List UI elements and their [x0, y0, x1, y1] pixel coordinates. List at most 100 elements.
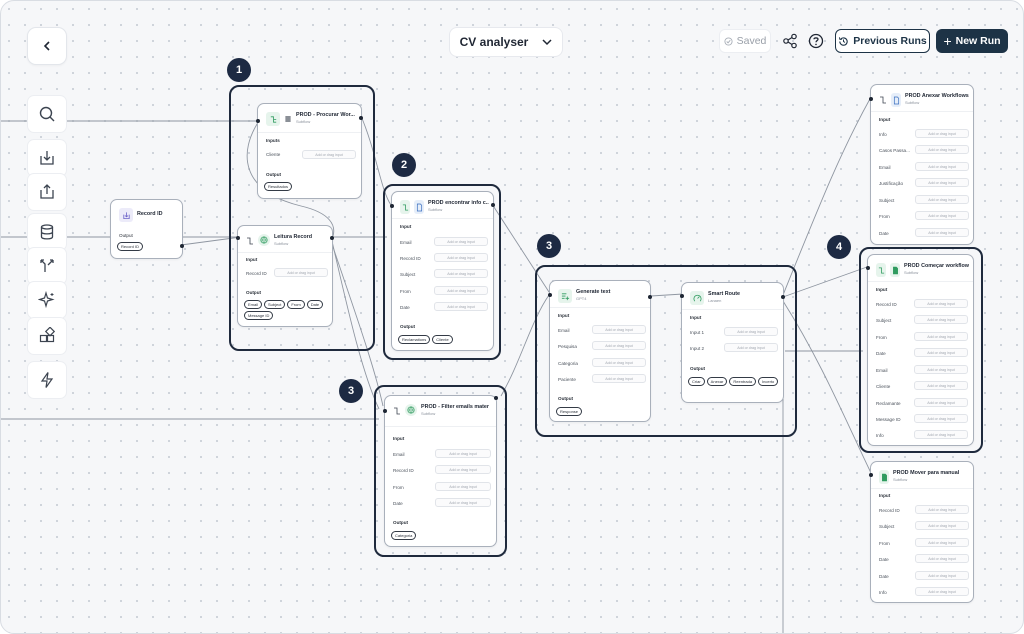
- input-port[interactable]: [680, 294, 684, 298]
- sheet-icon: [879, 470, 889, 484]
- ai-tool-button[interactable]: [27, 281, 67, 319]
- field-input[interactable]: Add or drag input: [274, 268, 328, 277]
- previous-runs-button[interactable]: Previous Runs: [835, 29, 930, 53]
- output-chip[interactable]: Subject: [264, 300, 286, 309]
- node-record-id[interactable]: Record ID Output Record ID: [110, 199, 184, 259]
- input-port[interactable]: [236, 236, 240, 240]
- components-tool-button[interactable]: [27, 317, 67, 355]
- input-port[interactable]: [383, 409, 387, 413]
- field-input[interactable]: Add or drag input: [435, 465, 491, 474]
- input-port[interactable]: [256, 119, 260, 123]
- node-procurar-workflows[interactable]: PROD - Procurar Wor... Subflow Inputs Cl…: [256, 103, 363, 199]
- field-input[interactable]: Add or drag input: [914, 332, 968, 341]
- output-port[interactable]: [491, 203, 495, 207]
- workflow-title-dropdown[interactable]: CV analyser: [449, 27, 563, 57]
- field-input[interactable]: Add or drag input: [914, 398, 968, 407]
- output-chip[interactable]: From: [287, 300, 305, 309]
- field-input[interactable]: Add or drag input: [435, 482, 491, 491]
- field-input[interactable]: Add or drag input: [915, 554, 969, 563]
- export-tool-button[interactable]: [27, 173, 67, 211]
- output-chip[interactable]: Date: [306, 300, 324, 309]
- new-run-button[interactable]: + New Run: [936, 29, 1008, 53]
- output-chip[interactable]: Message ID: [244, 311, 274, 320]
- field-input[interactable]: Add or drag input: [434, 269, 488, 278]
- field-input[interactable]: Add or drag input: [915, 587, 969, 596]
- node-smart-route[interactable]: Smart Route Lanaen Input Input 1 Add or …: [680, 282, 785, 403]
- input-port[interactable]: [390, 204, 394, 208]
- field-input[interactable]: Add or drag input: [915, 178, 969, 187]
- output-chip[interactable]: Criar: [688, 377, 705, 386]
- field-input[interactable]: Add or drag input: [434, 302, 488, 311]
- field-input[interactable]: Add or drag input: [434, 253, 488, 262]
- node-filter-emails[interactable]: PROD - Filter emails mater Subflow Input…: [383, 395, 498, 547]
- output-port[interactable]: [359, 116, 363, 120]
- node-encontrar-info[interactable]: PROD encontrar info c.. Subflow Input Em…: [390, 191, 495, 351]
- node-leitura-record[interactable]: Leitura Record Subflow Input Record ID A…: [236, 225, 334, 327]
- output-chip[interactable]: Anexar: [706, 377, 728, 386]
- field-input[interactable]: Add or drag input: [914, 365, 968, 374]
- database-tool-button[interactable]: [27, 213, 67, 251]
- route-icon: [690, 291, 704, 305]
- group-badge-4: 4: [827, 235, 851, 259]
- node-anexar-workflows[interactable]: PROD Anexar Workflows Subflow Input Info…: [869, 84, 974, 245]
- node-comecar-workflow[interactable]: PROD Começar workflow Subflow Input Reco…: [866, 254, 974, 446]
- field-input[interactable]: Add or drag input: [592, 374, 646, 383]
- field-input[interactable]: Add or drag input: [914, 299, 968, 308]
- field-input[interactable]: Add or drag input: [435, 498, 491, 507]
- field-input[interactable]: Add or drag input: [302, 150, 356, 159]
- search-tool-button[interactable]: [27, 95, 67, 133]
- field-input[interactable]: Add or drag input: [915, 195, 969, 204]
- field-input[interactable]: Add or drag input: [915, 129, 969, 138]
- field-input[interactable]: Add or drag input: [914, 414, 968, 423]
- output-chip[interactable]: Resultados: [264, 182, 293, 191]
- branch-tool-button[interactable]: [27, 247, 67, 285]
- output-port[interactable]: [781, 295, 785, 299]
- field-input[interactable]: Add or drag input: [914, 315, 968, 324]
- node-generate-text[interactable]: Generate text GPT4 Input Email Add or dr…: [548, 280, 652, 422]
- field-input[interactable]: Add or drag input: [724, 343, 778, 352]
- input-port[interactable]: [866, 266, 870, 270]
- field-input[interactable]: Add or drag input: [724, 327, 778, 336]
- output-chip[interactable]: Categoria: [391, 531, 417, 540]
- field-input[interactable]: Add or drag input: [915, 211, 969, 220]
- output-port[interactable]: [648, 295, 652, 299]
- output-port[interactable]: [330, 236, 334, 240]
- output-port[interactable]: [494, 396, 498, 400]
- help-button[interactable]: [806, 31, 826, 51]
- field-input[interactable]: Add or drag input: [435, 449, 491, 458]
- field-input[interactable]: Add or drag input: [915, 162, 969, 171]
- input-port[interactable]: [869, 473, 873, 477]
- trigger-tool-button[interactable]: [27, 361, 67, 399]
- output-chip[interactable]: Reentrada: [729, 377, 757, 386]
- node-subtitle: Subflow: [904, 270, 919, 275]
- input-port[interactable]: [548, 293, 552, 297]
- field-input[interactable]: Add or drag input: [914, 381, 968, 390]
- output-chip[interactable]: Email: [244, 300, 263, 309]
- node-subtitle: Subflow: [421, 411, 436, 416]
- node-mover-manual[interactable]: PROD Mover para manual Subflow Input Rec…: [869, 461, 974, 603]
- back-button[interactable]: [27, 27, 67, 65]
- field-input[interactable]: Add or drag input: [915, 145, 969, 154]
- output-chip[interactable]: Reclamations: [398, 335, 431, 344]
- field-input[interactable]: Add or drag input: [915, 521, 969, 530]
- field-input[interactable]: Add or drag input: [592, 341, 646, 350]
- field-input[interactable]: Add or drag input: [592, 358, 646, 367]
- output-chip[interactable]: Record ID: [117, 242, 144, 251]
- field-input[interactable]: Add or drag input: [592, 325, 646, 334]
- field-input[interactable]: Add or drag input: [434, 237, 488, 246]
- field-input[interactable]: Add or drag input: [915, 538, 969, 547]
- field-input[interactable]: Add or drag input: [915, 228, 969, 237]
- output-chip[interactable]: Incerto: [758, 377, 779, 386]
- field-input[interactable]: Add or drag input: [914, 430, 968, 439]
- output-chip[interactable]: Response: [556, 407, 583, 416]
- input-port[interactable]: [869, 97, 873, 101]
- output-port[interactable]: [180, 244, 184, 248]
- field-input[interactable]: Add or drag input: [915, 571, 969, 580]
- field-input[interactable]: Add or drag input: [434, 286, 488, 295]
- field-input[interactable]: Add or drag input: [915, 505, 969, 514]
- import-tool-button[interactable]: [27, 139, 67, 177]
- field-input[interactable]: Add or drag input: [914, 348, 968, 357]
- output-chip[interactable]: Cliente: [432, 335, 453, 344]
- share-button[interactable]: [779, 30, 801, 52]
